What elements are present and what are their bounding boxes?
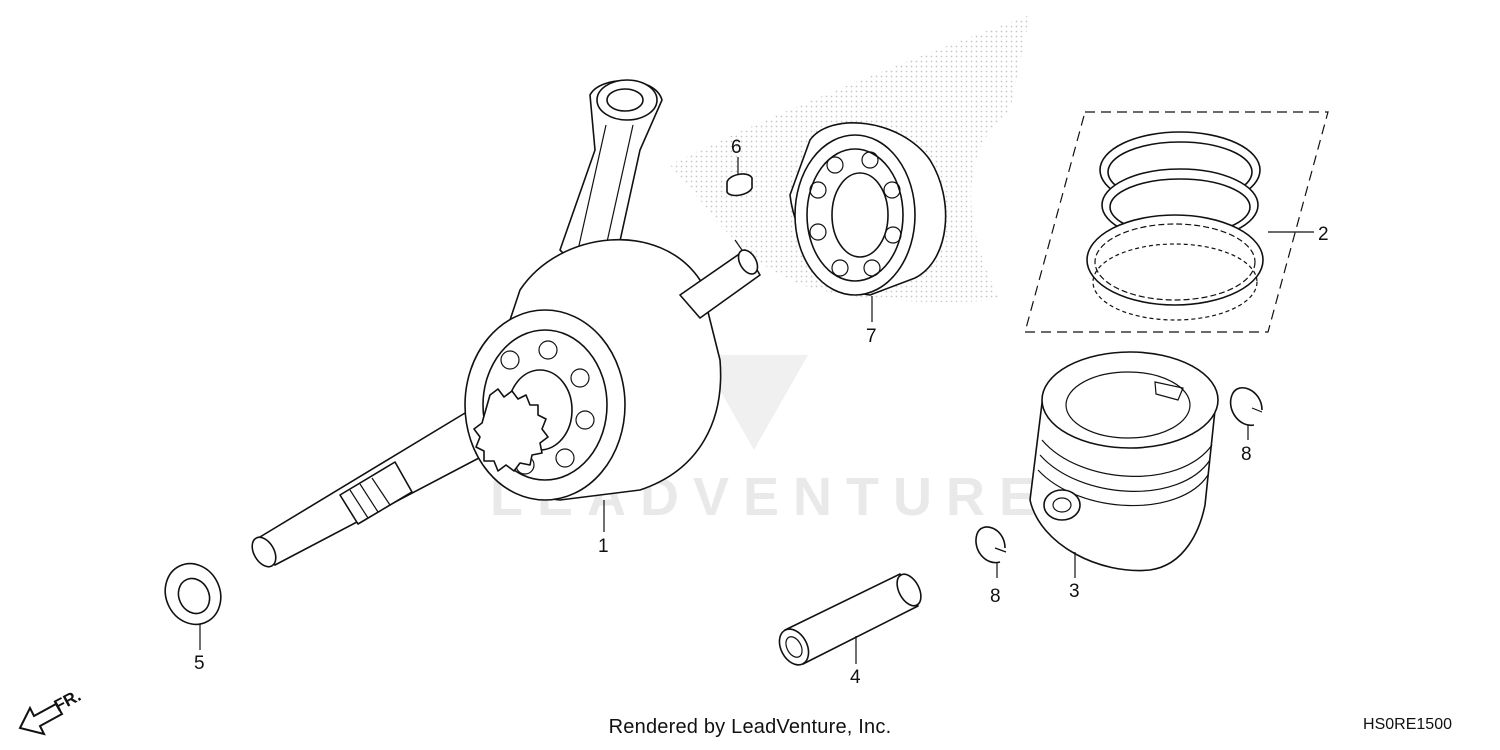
callout-2[interactable]: 2 <box>1318 224 1329 245</box>
callout-1[interactable]: 1 <box>598 536 609 557</box>
piston-drawing[interactable] <box>1029 351 1219 572</box>
bearing-drawing[interactable] <box>789 122 947 296</box>
footer-credit: Rendered by LeadVenture, Inc. <box>608 716 892 738</box>
callout-6[interactable]: 6 <box>731 137 742 158</box>
piston-rings-drawing[interactable] <box>1086 131 1264 321</box>
diagram-code: HS0RE1500 <box>1363 716 1452 733</box>
washer-drawing[interactable] <box>155 554 230 633</box>
callout-8-left[interactable]: 8 <box>990 586 1001 607</box>
pin-clip-left-drawing[interactable] <box>975 526 1007 564</box>
watermark-logo-icon <box>700 355 808 450</box>
callout-3[interactable]: 3 <box>1069 581 1080 602</box>
woodruff-key-drawing[interactable] <box>726 173 753 197</box>
callout-7[interactable]: 7 <box>866 326 877 347</box>
crankshaft-drawing[interactable] <box>247 79 761 571</box>
callout-4[interactable]: 4 <box>850 667 861 688</box>
pin-clip-right-drawing[interactable] <box>1229 387 1263 426</box>
piston-pin-drawing[interactable] <box>774 570 926 670</box>
callout-8-right[interactable]: 8 <box>1241 444 1252 465</box>
callout-5[interactable]: 5 <box>194 653 205 674</box>
ring-set-box <box>1024 111 1329 333</box>
